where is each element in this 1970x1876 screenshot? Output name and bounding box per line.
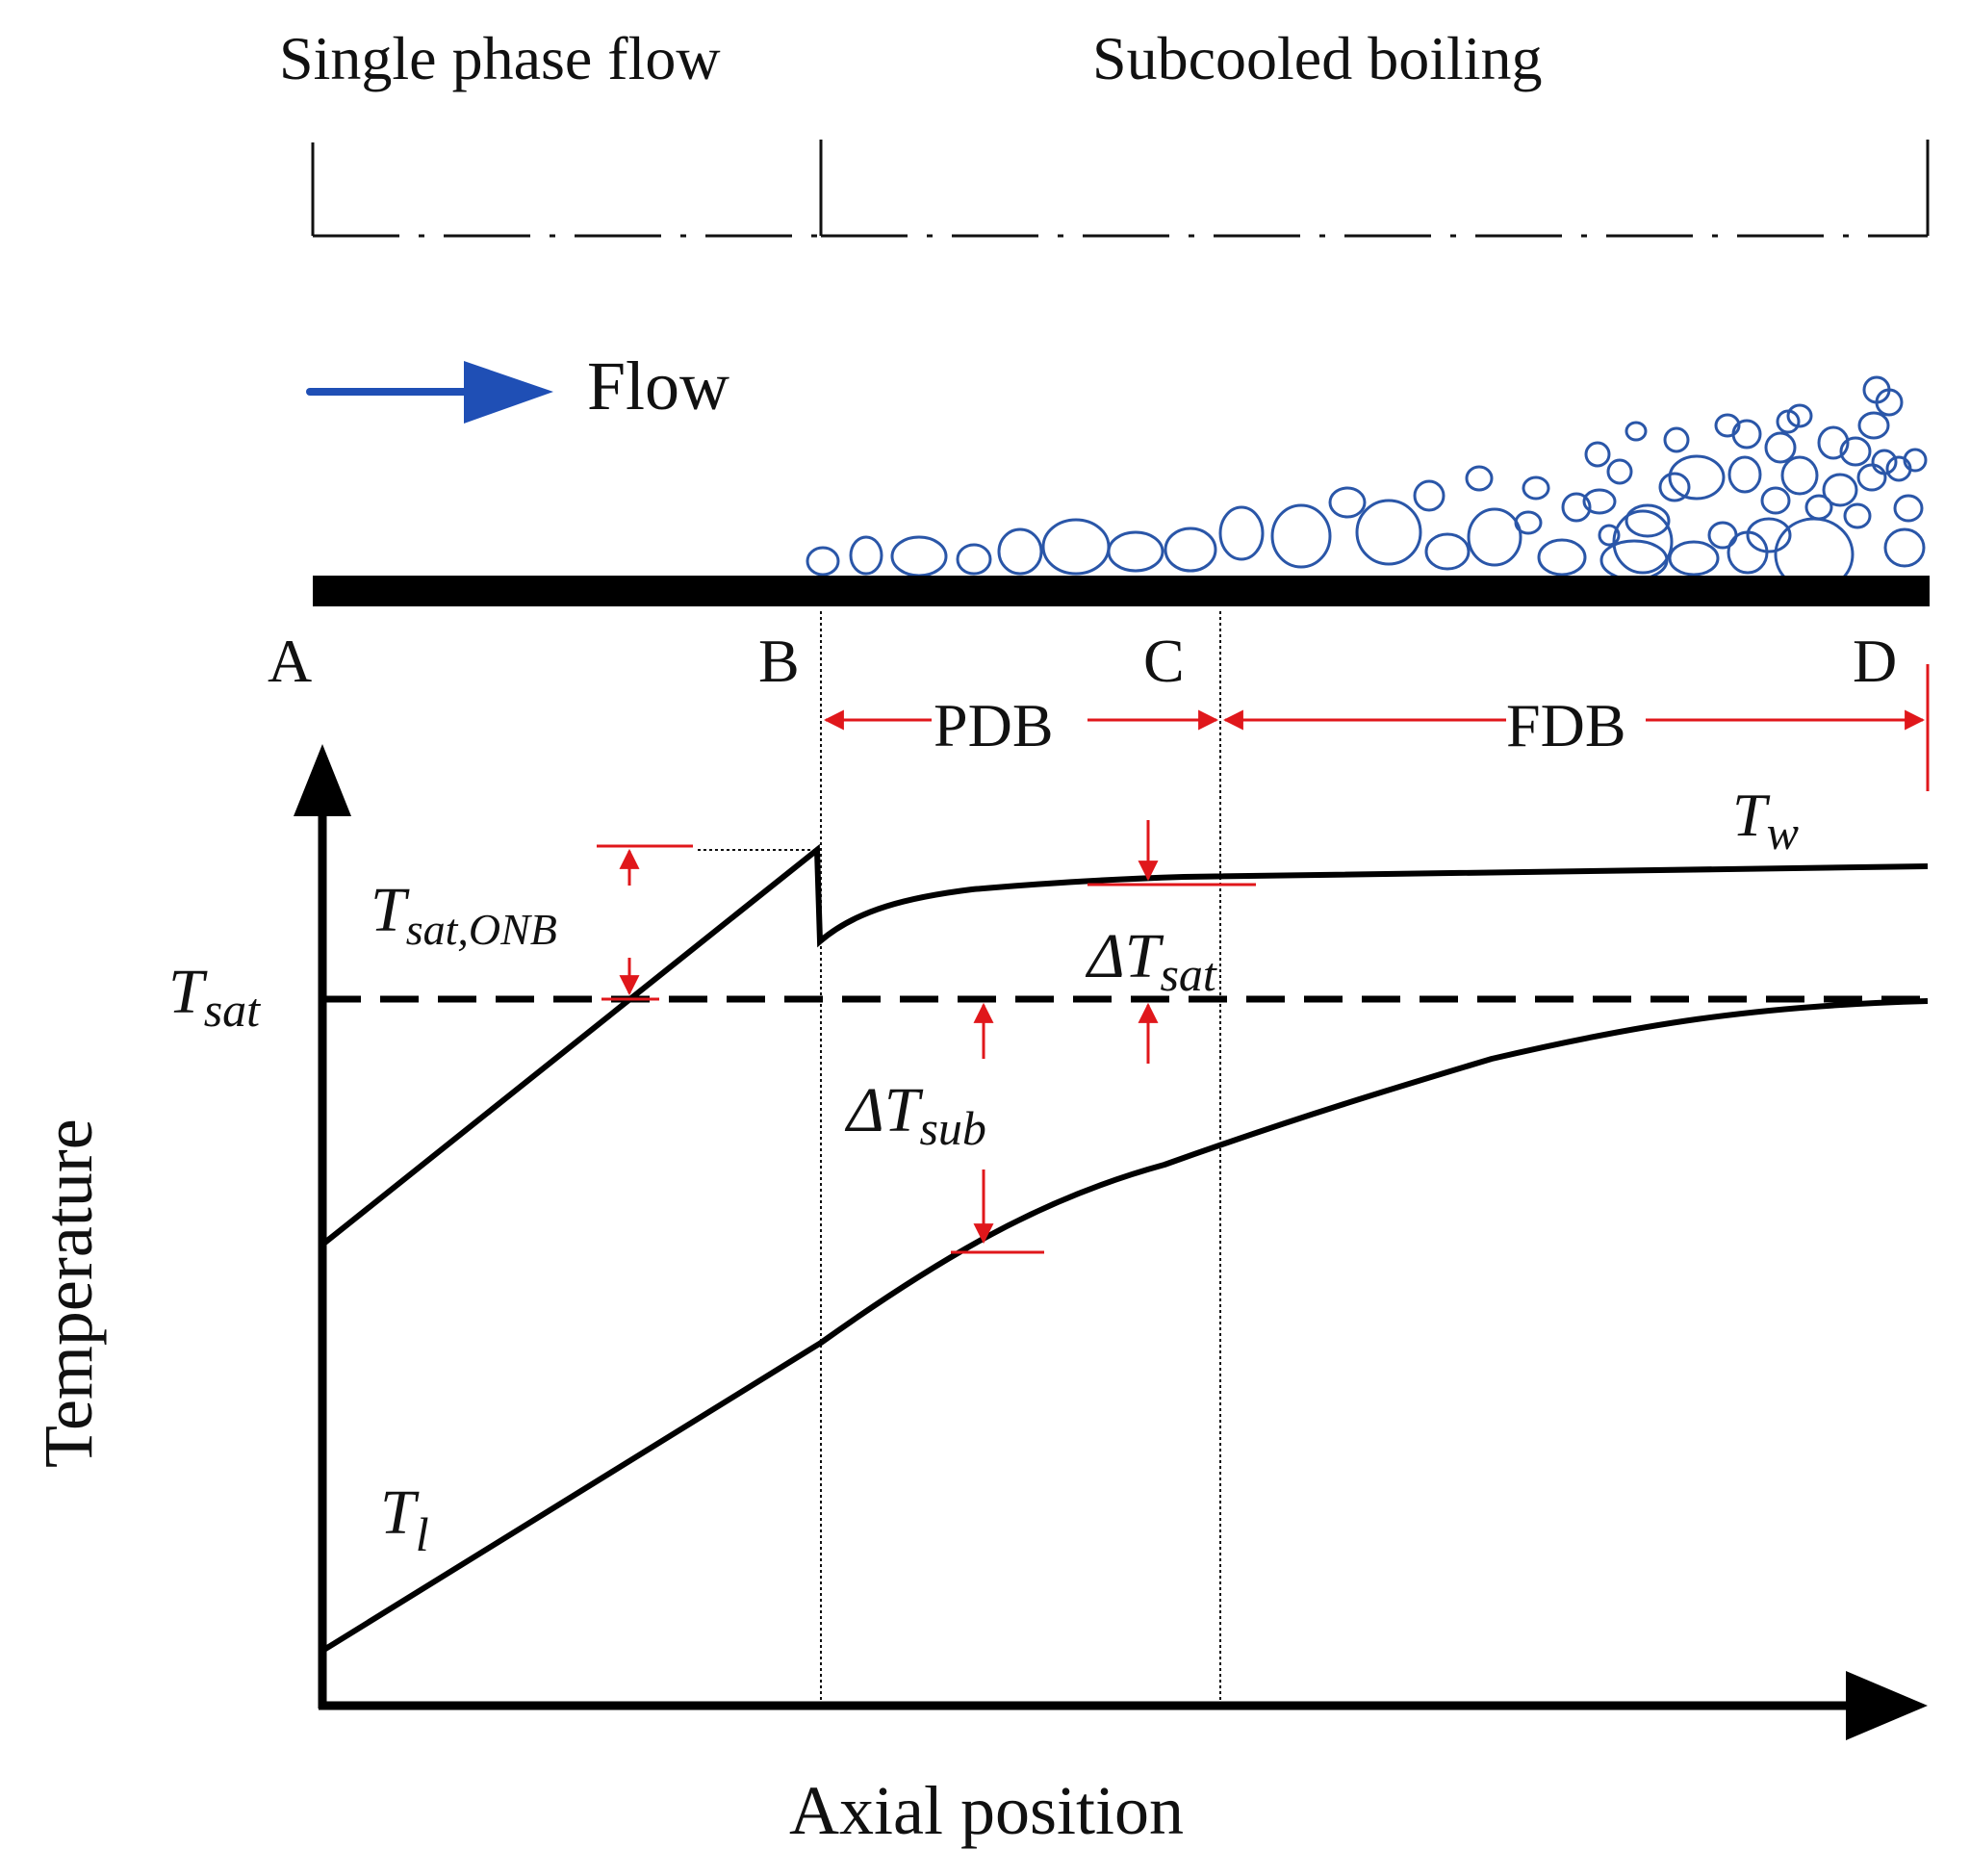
y-axis-arrowhead	[294, 744, 351, 816]
bubble	[1663, 426, 1690, 453]
subcooled-boiling-bracket	[821, 140, 1930, 238]
bubbles	[806, 375, 1928, 592]
dt-sat-label: ΔTsat	[1085, 921, 1217, 1001]
bubble	[1875, 388, 1904, 417]
x-axis-label: Axial position	[789, 1772, 1184, 1849]
bubble	[1746, 517, 1792, 553]
pdb-label: PDB	[934, 691, 1054, 759]
axes	[294, 744, 1928, 1740]
bubble	[1871, 449, 1898, 475]
bubble	[1218, 505, 1265, 561]
bubble	[1817, 425, 1850, 460]
fdb-label: FDB	[1506, 691, 1626, 759]
bubble	[1658, 472, 1691, 502]
bubble	[1424, 532, 1471, 571]
bubble	[1857, 411, 1890, 440]
bubble	[890, 535, 948, 578]
bubble	[1164, 527, 1217, 573]
bubble	[1776, 409, 1801, 434]
bubble	[1514, 510, 1543, 535]
guide-lines	[698, 611, 1221, 1709]
bubble	[1714, 413, 1741, 438]
bubble	[1584, 441, 1611, 468]
bubble	[1839, 436, 1872, 467]
bubble	[1856, 463, 1887, 492]
bubble	[1537, 538, 1587, 577]
bubble	[1328, 486, 1367, 519]
bubble	[1612, 509, 1674, 575]
tl-label: Tl	[380, 1478, 429, 1561]
bubble	[1903, 448, 1928, 473]
bubble	[1883, 527, 1926, 568]
bubble	[1041, 518, 1111, 576]
bubble	[1413, 479, 1446, 512]
bubble	[1707, 521, 1738, 550]
point-c-label: C	[1143, 627, 1185, 695]
bubble	[1107, 530, 1164, 573]
bubble	[1760, 486, 1791, 515]
bubble	[1822, 473, 1858, 507]
point-d-label: D	[1853, 627, 1897, 695]
bubble	[1625, 421, 1648, 442]
bubble	[1625, 503, 1671, 538]
right-arrow-icon	[306, 361, 553, 424]
single-phase-flow-label: Single phase flow	[279, 24, 721, 92]
bubble	[806, 546, 840, 577]
bubble	[1561, 492, 1592, 523]
flow-label: Flow	[587, 347, 729, 424]
point-b-label: B	[758, 627, 800, 695]
bubble	[956, 543, 992, 576]
x-axis-arrowhead	[1846, 1671, 1928, 1740]
bubble	[1522, 475, 1550, 501]
tw-label: Tw	[1732, 781, 1799, 860]
bubble	[1270, 503, 1332, 569]
bubble	[1598, 524, 1621, 547]
bubble	[997, 527, 1043, 576]
bubble	[1727, 455, 1762, 494]
bubble	[1780, 455, 1819, 496]
bubble	[849, 535, 883, 576]
bubble	[1731, 419, 1762, 450]
point-a-label: A	[268, 627, 312, 695]
bubble	[1804, 494, 1833, 521]
bubble	[1582, 488, 1617, 515]
bubble	[1467, 507, 1522, 567]
annotations	[597, 820, 1256, 1254]
heated-wall	[313, 576, 1930, 606]
bubble	[1893, 494, 1924, 523]
subcooled-boiling-label: Subcooled boiling	[1092, 24, 1543, 92]
dt-sub-label: ΔTsub	[844, 1075, 986, 1155]
bubble	[1465, 465, 1494, 492]
single-phase-bracket	[311, 140, 823, 238]
tw-curve	[320, 843, 1929, 1247]
y-axis-label: Temperature	[30, 1118, 107, 1468]
tsat-label: Tsat	[168, 957, 261, 1037]
tsat-onb-label: Tsat,ONB	[371, 875, 557, 954]
bubble	[1668, 540, 1720, 577]
bubble	[1355, 499, 1422, 566]
tl-curve	[320, 998, 1929, 1654]
bubble	[1606, 458, 1633, 485]
bubble	[1599, 539, 1669, 581]
bubble	[1843, 502, 1872, 529]
bubble	[1668, 454, 1726, 501]
bubble	[1786, 403, 1813, 428]
bubble	[1764, 431, 1797, 464]
